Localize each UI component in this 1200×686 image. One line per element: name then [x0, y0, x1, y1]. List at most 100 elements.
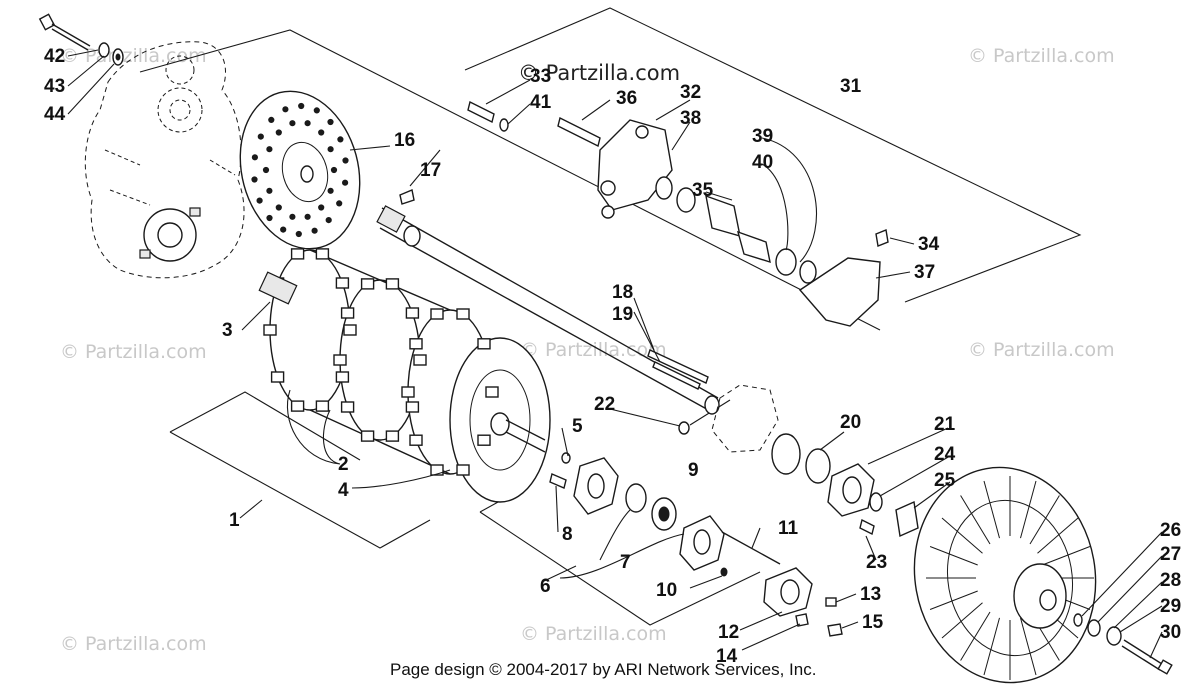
brake-disc-16	[239, 90, 361, 250]
nut-5	[561, 452, 571, 464]
sprocket-spoke	[983, 617, 1000, 676]
callout-19: 19	[612, 304, 633, 325]
watermark: © Partzilla.com	[520, 339, 667, 361]
disc-hole	[318, 129, 325, 136]
disc-hole	[266, 214, 273, 222]
group-brackets	[139, 7, 1082, 626]
sprocket-tooth	[430, 464, 444, 476]
callout-3: 3	[222, 320, 233, 341]
callout-8: 8	[562, 524, 573, 545]
chaincase-housing	[84, 41, 245, 279]
disc-hole	[289, 120, 296, 127]
bearing-20b	[805, 448, 831, 484]
disc-hole	[289, 213, 296, 220]
leader-lines	[67, 49, 1163, 659]
watermark: © Partzilla.com	[968, 339, 1115, 361]
sprocket-spoke	[941, 602, 983, 639]
sprocket-spoke	[983, 480, 1000, 539]
disc-hole	[337, 136, 344, 143]
driven-sprocket-26	[913, 466, 1173, 684]
sprocket-tooth	[401, 386, 415, 398]
disc-hole	[327, 146, 334, 153]
footer-credit: Page design © 2004-2017 by ARI Network S…	[390, 660, 816, 679]
seal-39	[655, 176, 673, 200]
sprocket-tooth	[343, 324, 357, 336]
bearing-housing	[711, 384, 919, 538]
callout-38: 38	[680, 108, 701, 129]
callout-20: 20	[840, 412, 861, 433]
callout-42: 42	[44, 46, 65, 67]
disc-hole	[257, 133, 264, 140]
washer-27	[1073, 613, 1083, 627]
callout-12: 12	[718, 622, 739, 643]
disc-hole	[256, 197, 263, 204]
callout-26: 26	[1160, 520, 1181, 541]
callout-16: 16	[394, 130, 415, 151]
callout-15: 15	[862, 612, 884, 633]
callout-21: 21	[934, 414, 956, 435]
sprocket-tooth	[270, 371, 285, 383]
sprocket-tooth	[405, 307, 420, 319]
bracket-31-group	[464, 7, 1082, 303]
sprocket-spoke	[1042, 546, 1091, 566]
sprocket-tooth	[409, 338, 423, 350]
bolt-8	[549, 473, 567, 489]
disc-hole	[336, 200, 343, 207]
callout-27: 27	[1160, 544, 1181, 565]
callout-35: 35	[692, 180, 714, 201]
disc-hole	[295, 230, 302, 238]
sprocket-tooth	[456, 308, 470, 320]
callout-18: 18	[612, 282, 633, 303]
caliper-body-37	[798, 257, 881, 327]
watermark: © Partzilla.com	[60, 633, 207, 655]
sprocket-tooth	[290, 400, 305, 412]
callout-17: 17	[420, 160, 441, 181]
callout-10: 10	[656, 580, 677, 601]
sprocket-spoke	[929, 546, 978, 566]
disc-hole	[313, 107, 320, 114]
watermark: © Partzilla.com	[968, 45, 1115, 67]
fitting-14	[795, 613, 809, 627]
sprocket-tooth	[315, 248, 330, 260]
callout-13: 13	[860, 584, 881, 605]
sprocket-spoke	[1037, 517, 1079, 554]
nut-15	[827, 623, 843, 637]
sprocket-spoke	[1029, 495, 1060, 545]
sprocket-tooth	[477, 434, 491, 446]
sprocket-tooth	[340, 307, 355, 319]
sprocket-tooth	[263, 324, 277, 336]
sprocket-tooth	[477, 338, 491, 350]
callout-39: 39	[752, 126, 773, 147]
watermarks: © Partzilla.com © Partzilla.com © Partzi…	[60, 45, 1115, 655]
disc-hole	[266, 146, 273, 153]
disc-hole	[318, 204, 325, 211]
callout-44: 44	[44, 104, 66, 125]
washer-41	[499, 118, 509, 132]
disc-hole	[268, 116, 275, 124]
watermark-main: © Partzilla.com	[518, 61, 680, 85]
callout-11: 11	[778, 518, 799, 539]
piston-40	[676, 187, 696, 213]
callout-41: 41	[530, 92, 552, 113]
disc-hole	[251, 176, 258, 183]
callout-29: 29	[1160, 596, 1181, 617]
bracket-shaft-group	[139, 29, 881, 331]
bolt-23	[859, 518, 875, 536]
bolt-33	[467, 100, 495, 124]
disc-hole	[311, 227, 318, 234]
callout-43: 43	[44, 76, 65, 97]
sprocket-spoke	[960, 611, 991, 661]
keys-18-19	[647, 349, 709, 390]
fitting-13	[825, 597, 837, 607]
callout-4: 4	[338, 480, 349, 501]
disc-hole	[282, 106, 289, 113]
disc-hole	[325, 217, 332, 224]
washer-28	[1087, 619, 1101, 637]
sprocket-tooth	[315, 400, 330, 412]
sprocket-tooth	[335, 277, 350, 289]
callout-6: 6	[540, 576, 551, 597]
callout-1: 1	[229, 510, 240, 531]
washer-43	[98, 42, 110, 58]
sprocket-tooth	[340, 401, 355, 413]
disc-hole	[342, 157, 349, 164]
